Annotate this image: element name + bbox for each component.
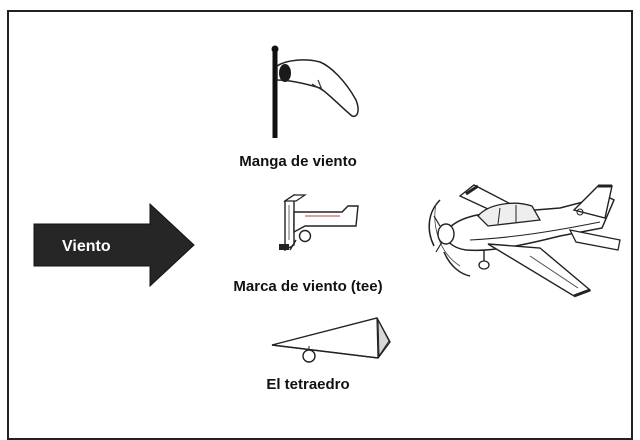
wind-arrow-shape (33, 202, 195, 288)
airplane-icon (428, 184, 621, 298)
wind-arrow-label: Viento (62, 238, 111, 255)
wind-arrow (33, 202, 195, 288)
tetrahedron-label: El tetraedro (266, 376, 350, 393)
windsock-label: Manga de viento (239, 153, 357, 170)
wind-tee-label: Marca de viento (tee) (233, 278, 383, 295)
windsock-icon (271, 45, 359, 138)
tetrahedron-icon (271, 317, 391, 363)
wind-tee-icon (279, 193, 359, 252)
